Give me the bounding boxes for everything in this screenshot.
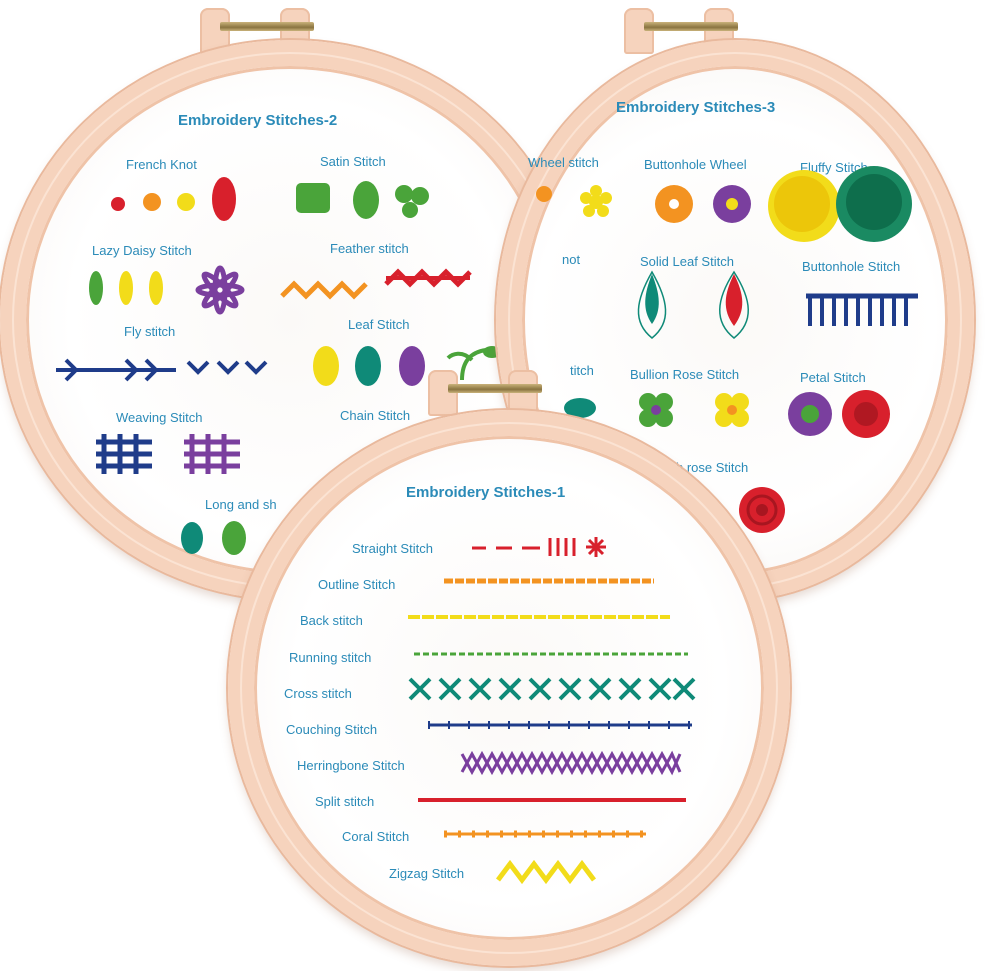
hoop-2-clamp [200,8,314,54]
hoop-1-clamp [428,370,542,416]
label-long-and-short: Long and sh [205,497,277,512]
herringbone-stitch-sample [460,750,682,776]
leaf-stitch-samples [313,346,501,386]
label-satin-stitch: Satin Stitch [320,154,386,169]
satin-stitch-samples [296,181,429,219]
label-running-stitch: Running stitch [289,650,372,665]
long-short-samples [181,521,246,555]
split-stitch-sample [418,798,686,802]
solid-leaf-samples [637,270,749,339]
label-cross-stitch: Cross stitch [284,686,352,701]
label-coral-stitch: Coral Stitch [342,829,410,844]
fly-stitch-samples [56,358,268,382]
running-stitch-sample [414,652,688,656]
coral-stitch-sample [444,830,646,838]
label-bullion-rose: Bullion Rose Stitch [630,367,740,382]
label-straight-stitch: Straight Stitch [352,541,433,556]
straight-stitch-sample [472,537,606,557]
weaving-stitch-samples [96,434,240,474]
hoop-1-title: Embroidery Stitches-1 [406,484,566,501]
back-stitch-sample [408,615,670,619]
french-knot-samples [111,177,236,221]
label-zigzag-stitch: Zigzag Stitch [389,866,465,881]
buttonhole-wheel-samples [655,185,751,223]
hoop-3-title: Embroidery Stitches-3 [616,99,776,116]
zigzag-stitch-sample [496,859,596,885]
label-herringbone-stitch: Herringbone Stitch [297,758,405,773]
buttonhole-stitch-samples [806,293,918,326]
couching-stitch-sample [428,721,692,729]
fluffy-stitch-samples [768,166,912,242]
feather-stitch-samples [280,268,472,300]
rose-stitch-samples [739,487,785,533]
bullion-rose-samples [564,393,749,427]
label-stitch-partial: titch [570,363,594,378]
label-outline-stitch: Outline Stitch [318,577,396,592]
hoop-2-title: Embroidery Stitches-2 [178,112,338,129]
label-fly-stitch: Fly stitch [124,324,176,339]
label-knot-partial: not [562,252,581,267]
label-fluffy-stitch: Fluffy Stitch [800,160,868,175]
petal-stitch-samples [788,390,890,438]
lazy-daisy-samples [89,265,245,315]
label-lazy-daisy: Lazy Daisy Stitch [92,243,192,258]
label-chain-stitch: Chain Stitch [340,408,411,423]
label-french-knot: French Knot [126,157,197,172]
cross-stitch-sample [408,677,696,701]
label-buttonhole-stitch: Buttonhole Stitch [802,259,901,274]
label-couching-stitch: Couching Stitch [286,722,378,737]
label-feather-stitch: Feather stitch [330,241,409,256]
label-buttonhole-wheel: Buttonhole Wheel [644,157,747,172]
label-wheel-stitch: Wheel stitch [528,155,599,170]
label-petal-stitch: Petal Stitch [800,370,866,385]
wheel-stitch-samples [536,185,612,217]
label-rose-stitch-partial: h rose Stitch [676,460,749,475]
label-leaf-stitch: Leaf Stitch [348,317,410,332]
label-split-stitch: Split stitch [315,794,375,809]
label-weaving-stitch: Weaving Stitch [116,410,203,425]
label-back-stitch: Back stitch [300,613,363,628]
label-solid-leaf: Solid Leaf Stitch [640,254,734,269]
outline-stitch-sample [444,578,654,584]
